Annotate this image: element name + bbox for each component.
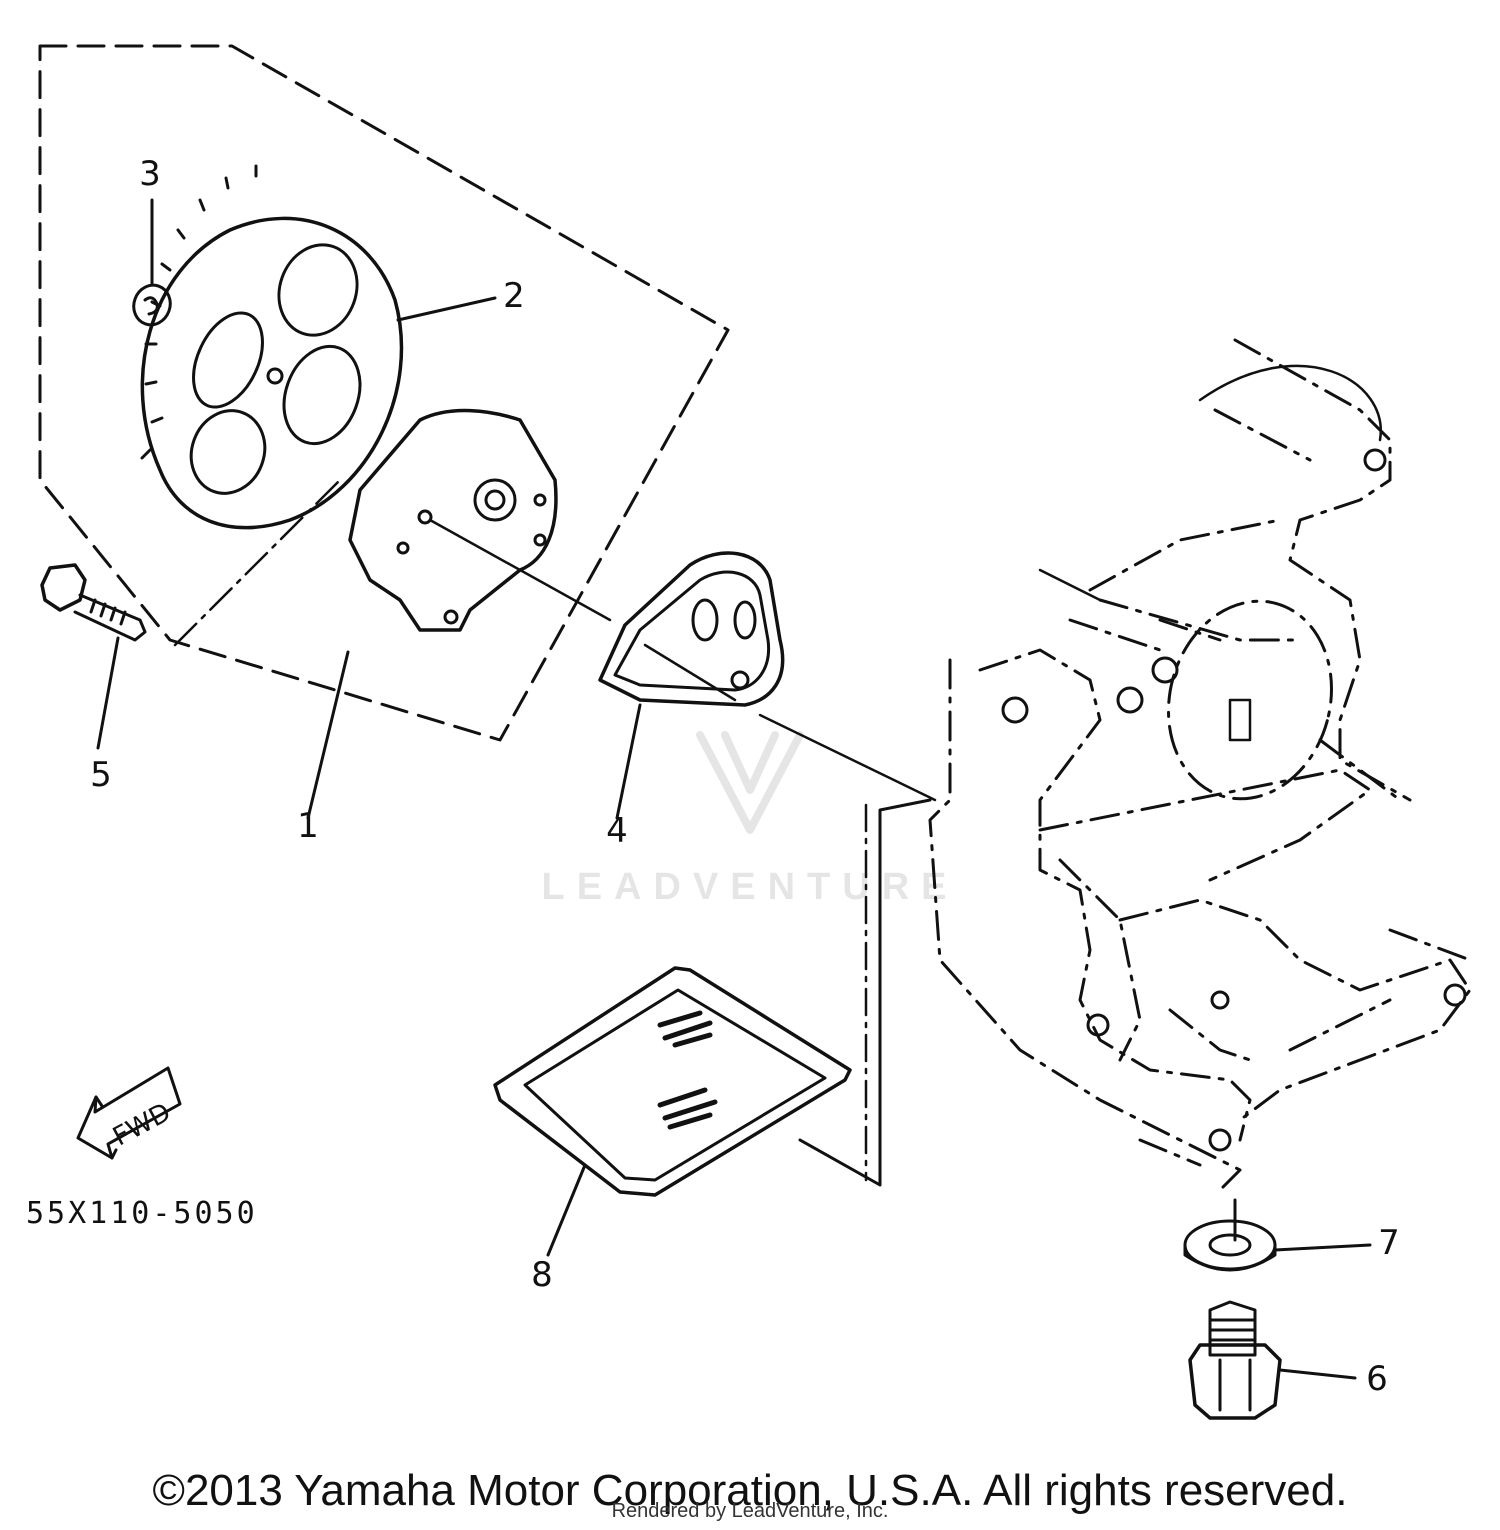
crankcase-holes	[1001, 448, 1467, 1152]
callout-2: 2	[503, 276, 525, 316]
callout-4: 4	[606, 811, 628, 851]
fwd-label: FWD	[108, 1097, 176, 1152]
bolt-axis	[173, 478, 342, 647]
crankcase	[928, 338, 1472, 1192]
strainer-bracket	[798, 798, 932, 1187]
leader-2	[396, 296, 497, 322]
pump-assembly-outline	[38, 44, 730, 742]
oil-strainer	[493, 966, 852, 1257]
crankcase-solid-edge	[1198, 364, 1382, 442]
copyright-notice: ©2013 Yamaha Motor Corporation, U.S.A. A…	[152, 1466, 1348, 1515]
leader-1	[306, 650, 350, 820]
assembly-axis	[428, 518, 937, 802]
callout-6: 6	[1366, 1359, 1388, 1399]
pump-bolt	[40, 563, 147, 750]
callout-3: 3	[139, 154, 161, 194]
callout-7: 7	[1378, 1223, 1400, 1263]
oil-pump-body	[348, 408, 558, 632]
callout-5: 5	[90, 755, 112, 795]
fwd-arrow-icon	[76, 1066, 182, 1160]
oil-pump-gear	[140, 164, 404, 530]
circlip	[132, 198, 172, 327]
callout-8: 8	[531, 1255, 553, 1295]
pump-gasket	[598, 551, 785, 820]
drain-washer	[1183, 1198, 1372, 1272]
watermark-logo	[696, 731, 804, 834]
callout-1: 1	[297, 806, 319, 846]
part-code: 55X110-5050	[26, 1196, 258, 1231]
rendered-by-notice: Rendered by LeadVenture, Inc.	[611, 1500, 889, 1522]
drain-bolt	[1188, 1300, 1357, 1420]
